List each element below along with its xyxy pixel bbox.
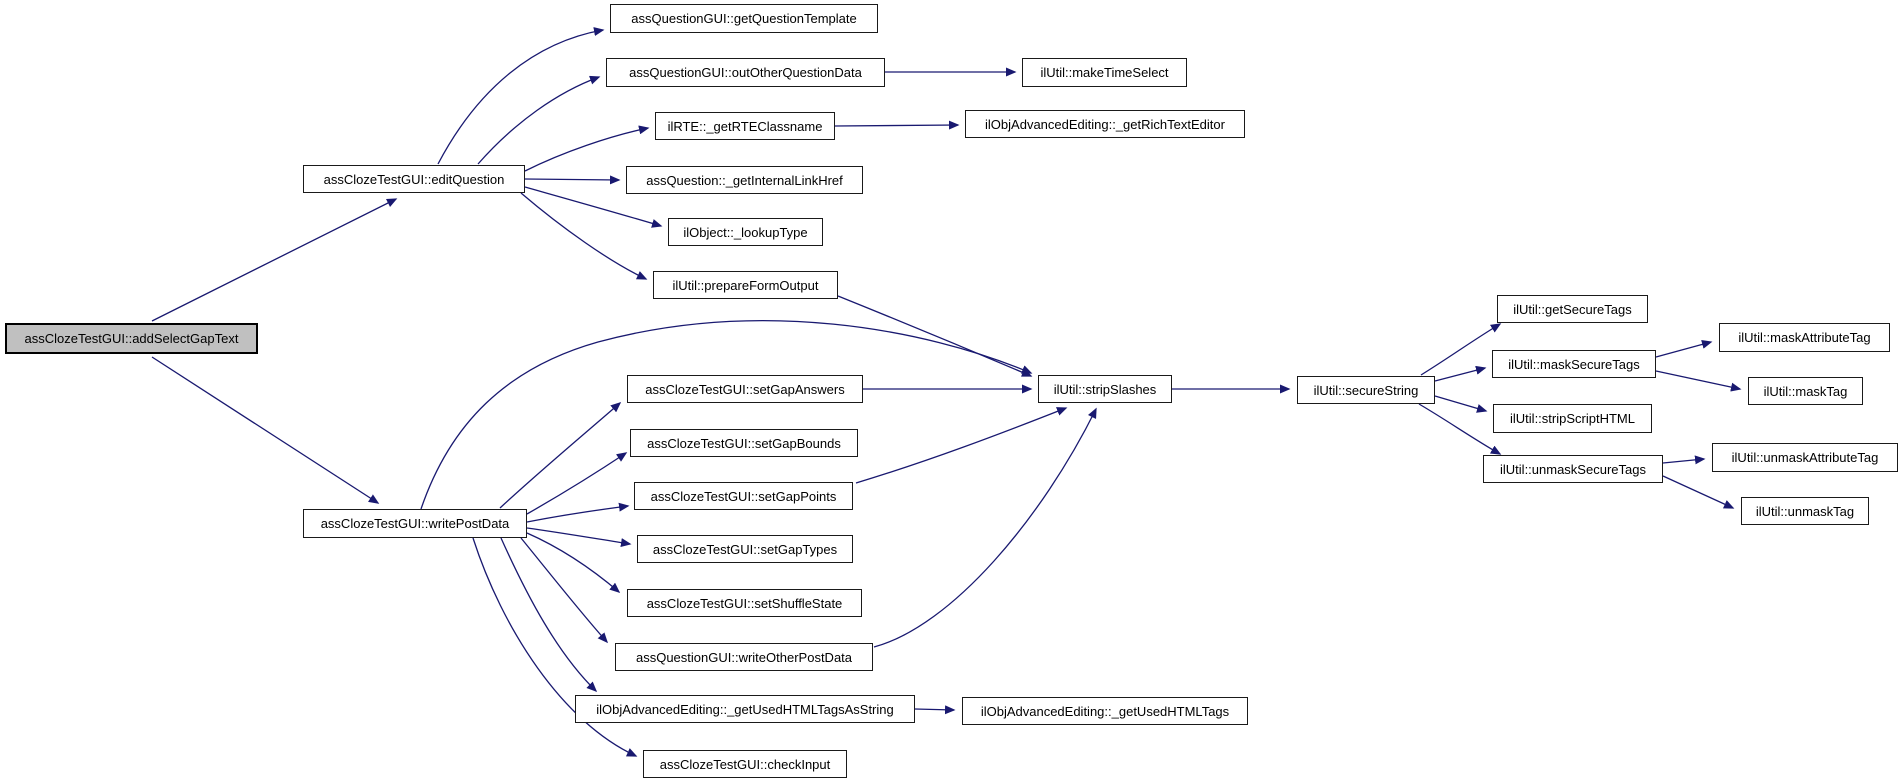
node-maskSecureTags[interactable]: ilUtil::maskSecureTags — [1492, 350, 1656, 378]
edge-writePostData-checkInput — [472, 537, 638, 757]
edge-writePostData-getUsedHTMLTagsAsString — [500, 537, 598, 693]
node-prepareFormOutput[interactable]: ilUtil::prepareFormOutput — [653, 271, 838, 299]
edge-editQuestion-getRTEClassname — [524, 125, 650, 172]
edge-editQuestion-getInternalLinkHref — [524, 175, 621, 185]
node-getUsedHTMLTags[interactable]: ilObjAdvancedEditing::_getUsedHTMLTags — [962, 697, 1248, 725]
node-setGapAnswers[interactable]: assClozeTestGUI::setGapAnswers — [627, 375, 863, 403]
edge-writePostData-setGapPoints — [526, 502, 630, 523]
edge-editQuestion-outOtherQuestionData — [477, 75, 601, 165]
node-setGapBounds[interactable]: assClozeTestGUI::setGapBounds — [630, 429, 858, 457]
node-checkInput[interactable]: assClozeTestGUI::checkInput — [643, 750, 847, 778]
edge-secureString-getSecureTags — [1420, 323, 1502, 376]
edge-writePostData-setGapBounds — [526, 452, 628, 515]
edge-maskSecureTags-maskTag — [1655, 370, 1742, 392]
node-getUsedHTMLTagsAsString[interactable]: ilObjAdvancedEditing::_getUsedHTMLTagsAs… — [575, 695, 915, 723]
node-makeTimeSelect[interactable]: ilUtil::makeTimeSelect — [1022, 58, 1187, 87]
edge-writePostData-stripSlashes — [420, 320, 1033, 510]
edge-secureString-stripScriptHTML — [1434, 395, 1488, 413]
node-addSelectGapText: assClozeTestGUI::addSelectGapText — [5, 323, 258, 354]
node-lookupType[interactable]: ilObject::_lookupType — [668, 218, 823, 246]
edge-writePostData-setGapAnswers — [499, 402, 622, 509]
node-secureString[interactable]: ilUtil::secureString — [1297, 376, 1435, 404]
node-getSecureTags[interactable]: ilUtil::getSecureTags — [1497, 295, 1648, 323]
node-getQuestionTemplate[interactable]: assQuestionGUI::getQuestionTemplate — [610, 4, 878, 33]
edge-prepareFormOutput-stripSlashes — [837, 295, 1033, 377]
node-setGapTypes[interactable]: assClozeTestGUI::setGapTypes — [637, 535, 853, 563]
edge-maskSecureTags-maskAttributeTag — [1655, 340, 1713, 358]
edge-addSelectGapText-writePostData — [151, 356, 380, 504]
edge-editQuestion-lookupType — [524, 186, 663, 228]
node-unmaskSecureTags[interactable]: ilUtil::unmaskSecureTags — [1483, 455, 1663, 483]
edge-addSelectGapText-editQuestion — [151, 198, 398, 322]
edge-writePostData-setShuffleState — [526, 532, 621, 593]
node-getRTEClassname[interactable]: ilRTE::_getRTEClassname — [655, 112, 835, 140]
edge-unmaskSecureTags-unmaskAttributeTag — [1662, 455, 1706, 465]
edge-secureString-maskSecureTags — [1434, 365, 1487, 382]
node-getRichTextEditor[interactable]: ilObjAdvancedEditing::_getRichTextEditor — [965, 110, 1245, 138]
node-stripSlashes[interactable]: ilUtil::stripSlashes — [1038, 375, 1172, 403]
node-stripScriptHTML[interactable]: ilUtil::stripScriptHTML — [1493, 404, 1652, 433]
node-getInternalLinkHref[interactable]: assQuestion::_getInternalLinkHref — [626, 166, 863, 194]
node-writeOtherPostData[interactable]: assQuestionGUI::writeOtherPostData — [615, 643, 873, 671]
node-setGapPoints[interactable]: assClozeTestGUI::setGapPoints — [634, 482, 853, 510]
edge-secureString-unmaskSecureTags — [1418, 403, 1502, 455]
edge-writeOtherPostData-stripSlashes — [873, 407, 1097, 648]
edge-unmaskSecureTags-unmaskTag — [1662, 475, 1735, 509]
node-setShuffleState[interactable]: assClozeTestGUI::setShuffleState — [627, 589, 862, 617]
node-editQuestion[interactable]: assClozeTestGUI::editQuestion — [303, 165, 525, 193]
edge-getRTEClassname-getRichTextEditor — [834, 120, 960, 130]
node-unmaskTag[interactable]: ilUtil::unmaskTag — [1741, 497, 1869, 525]
edge-writePostData-writeOtherPostData — [520, 537, 609, 644]
node-outOtherQuestionData[interactable]: assQuestionGUI::outOtherQuestionData — [606, 58, 885, 87]
node-maskTag[interactable]: ilUtil::maskTag — [1748, 377, 1863, 405]
edge-getUsedHTMLTagsAsString-getUsedHTMLTags — [914, 705, 956, 715]
node-maskAttributeTag[interactable]: ilUtil::maskAttributeTag — [1719, 323, 1890, 352]
edge-editQuestion-getQuestionTemplate — [437, 27, 605, 165]
edge-editQuestion-prepareFormOutput — [520, 192, 648, 280]
edge-writePostData-setGapTypes — [526, 527, 632, 548]
node-unmaskAttributeTag[interactable]: ilUtil::unmaskAttributeTag — [1712, 443, 1898, 472]
node-writePostData[interactable]: assClozeTestGUI::writePostData — [303, 509, 527, 538]
edge-setGapPoints-stripSlashes — [855, 407, 1068, 484]
